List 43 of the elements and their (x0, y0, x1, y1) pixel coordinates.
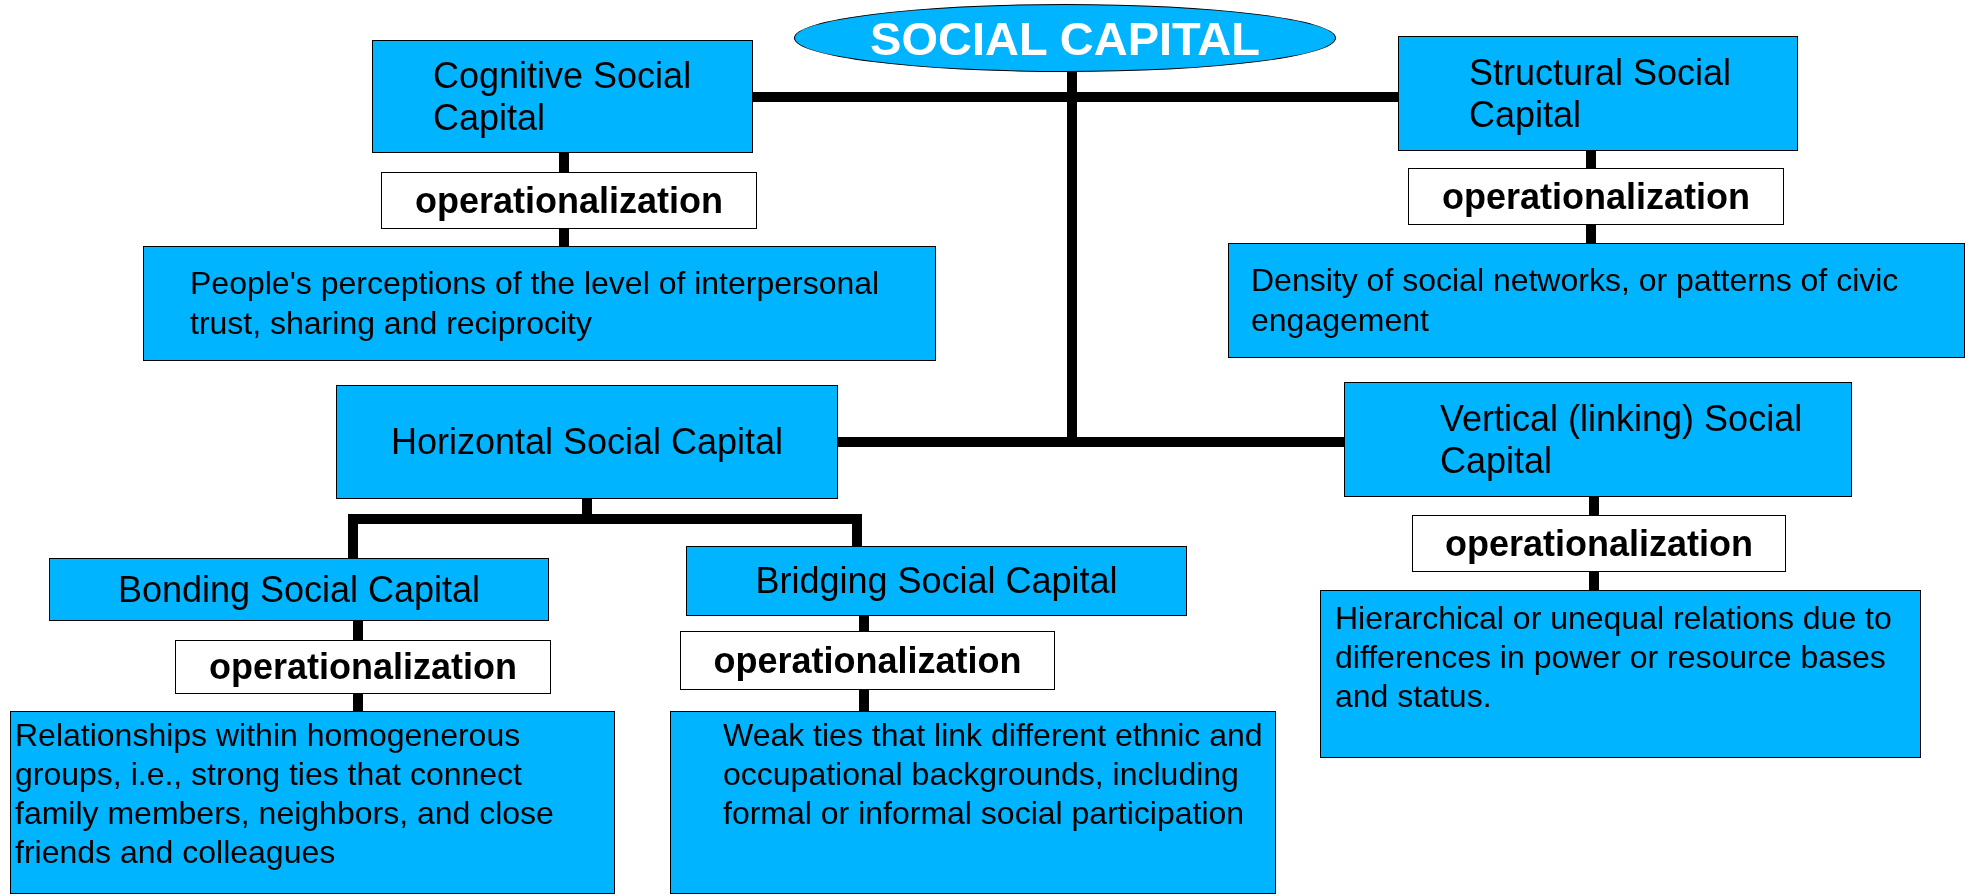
concept-box (372, 40, 753, 153)
connector-line (859, 690, 869, 711)
box-text: Bridging Social Capital (755, 560, 1118, 602)
connector-line (1586, 225, 1596, 243)
operationalization-label: operationalization (209, 646, 517, 688)
title-text: SOCIAL CAPITAL (870, 14, 1260, 62)
operationalization-label: operationalization (1442, 175, 1750, 218)
box-text: Hierarchical or unequal relations due to differences in power or resource bases and status. (1335, 599, 1893, 717)
description-box (10, 711, 615, 894)
concept-box (686, 546, 1187, 616)
box-text: Relationships within homogenerous groups, i.e., strong ties that connect family members, neighbors, and close friends and colleagues (15, 716, 555, 873)
label-box (680, 631, 1055, 690)
description-box (1320, 590, 1921, 758)
connector-line (859, 616, 869, 631)
box-text: Bonding Social Capital (117, 568, 481, 611)
connector-line (353, 694, 363, 711)
description-box (1228, 243, 1965, 358)
operationalization-label: operationalization (713, 639, 1022, 682)
box-text: Horizontal Social Capital (390, 421, 784, 463)
description-box (670, 711, 1276, 894)
box-text: Vertical (linking) Social Capital (1440, 398, 1804, 481)
label-box (1412, 515, 1786, 572)
box-text: Structural Social Capital (1469, 52, 1733, 135)
label-box (1408, 168, 1784, 225)
operationalization-label: operationalization (415, 179, 723, 222)
connector-line (559, 229, 569, 246)
operationalization-label: operationalization (1445, 522, 1753, 565)
connector-line (559, 153, 569, 172)
connector-line (1589, 572, 1599, 590)
concept-box (336, 385, 838, 499)
concept-box (1398, 36, 1798, 151)
box-text: Cognitive Social Capital (433, 55, 693, 138)
box-text: Weak ties that link different ethnic and occupational backgrounds, including formal or informal social participation (723, 716, 1264, 834)
box-text: Density of social networks, or patterns of civic engagement (1251, 261, 1900, 340)
concept-box (1344, 382, 1852, 497)
label-box (175, 640, 551, 694)
connector-line (1586, 151, 1596, 168)
box-text: People's perceptions of the level of interpersonal trust, sharing and reciprocity (190, 264, 881, 343)
connector-line (353, 621, 363, 640)
concept-box (49, 558, 549, 621)
label-box (381, 172, 757, 229)
description-box (143, 246, 936, 361)
connector-line (1589, 497, 1599, 515)
